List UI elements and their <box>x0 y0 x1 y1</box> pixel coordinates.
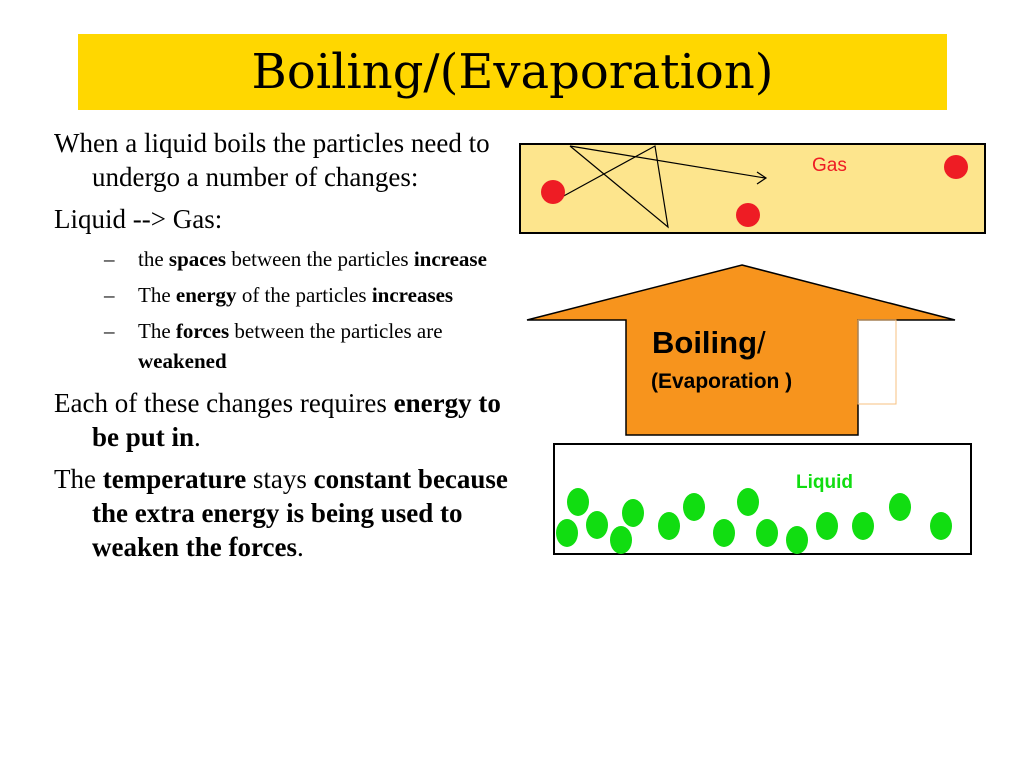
liquid-label: Liquid <box>796 472 853 493</box>
liquid-particle <box>737 488 759 516</box>
liquid-particle <box>852 512 874 540</box>
gas-particle <box>541 180 565 204</box>
arrow-label-boiling: Boiling/ <box>652 325 766 360</box>
liquid-particle <box>622 499 644 527</box>
bullet-spaces: –the spaces between the particles increa… <box>54 244 519 274</box>
liquid-particle <box>816 512 838 540</box>
liquid-particle <box>567 488 589 516</box>
particle-path <box>569 145 766 179</box>
dash-marker: – <box>104 247 115 271</box>
bullet-forces: –The forces between the particles are we… <box>54 316 519 376</box>
liquid-particle <box>930 512 952 540</box>
dash-marker: – <box>104 283 115 307</box>
gas-particle <box>736 203 760 227</box>
liquid-particle <box>786 526 808 554</box>
bullet-energy: –The energy of the particles increases <box>54 280 519 310</box>
slide-title: Boiling/(Evaporation) <box>251 44 774 100</box>
temperature-paragraph: The temperature stays constant because t… <box>54 464 508 562</box>
gas-label: Gas <box>812 155 847 176</box>
arrow-label-evaporation: (Evaporation ) <box>651 370 793 393</box>
liquid-particle <box>556 519 578 547</box>
liquid-particle <box>889 493 911 521</box>
arrowhead-icon <box>756 171 768 185</box>
liquid-particles <box>556 488 952 554</box>
liquid-particle <box>658 512 680 540</box>
boiling-arrow <box>526 264 956 436</box>
particle-path <box>559 145 669 229</box>
decor-box <box>857 319 897 405</box>
liquid-particle <box>756 519 778 547</box>
transition-line: Liquid --> Gas: <box>54 204 223 234</box>
liquid-particle <box>586 511 608 539</box>
dash-marker: – <box>104 319 115 343</box>
title-banner: Boiling/(Evaporation) <box>78 34 947 110</box>
intro-paragraph: When a liquid boils the particles need t… <box>54 128 490 192</box>
liquid-particle <box>683 493 705 521</box>
requires-paragraph: Each of these changes requires energy to… <box>54 388 501 452</box>
liquid-particle <box>713 519 735 547</box>
gas-particle <box>944 155 968 179</box>
liquid-particle <box>610 526 632 554</box>
body-text: When a liquid boils the particles need t… <box>54 126 519 572</box>
